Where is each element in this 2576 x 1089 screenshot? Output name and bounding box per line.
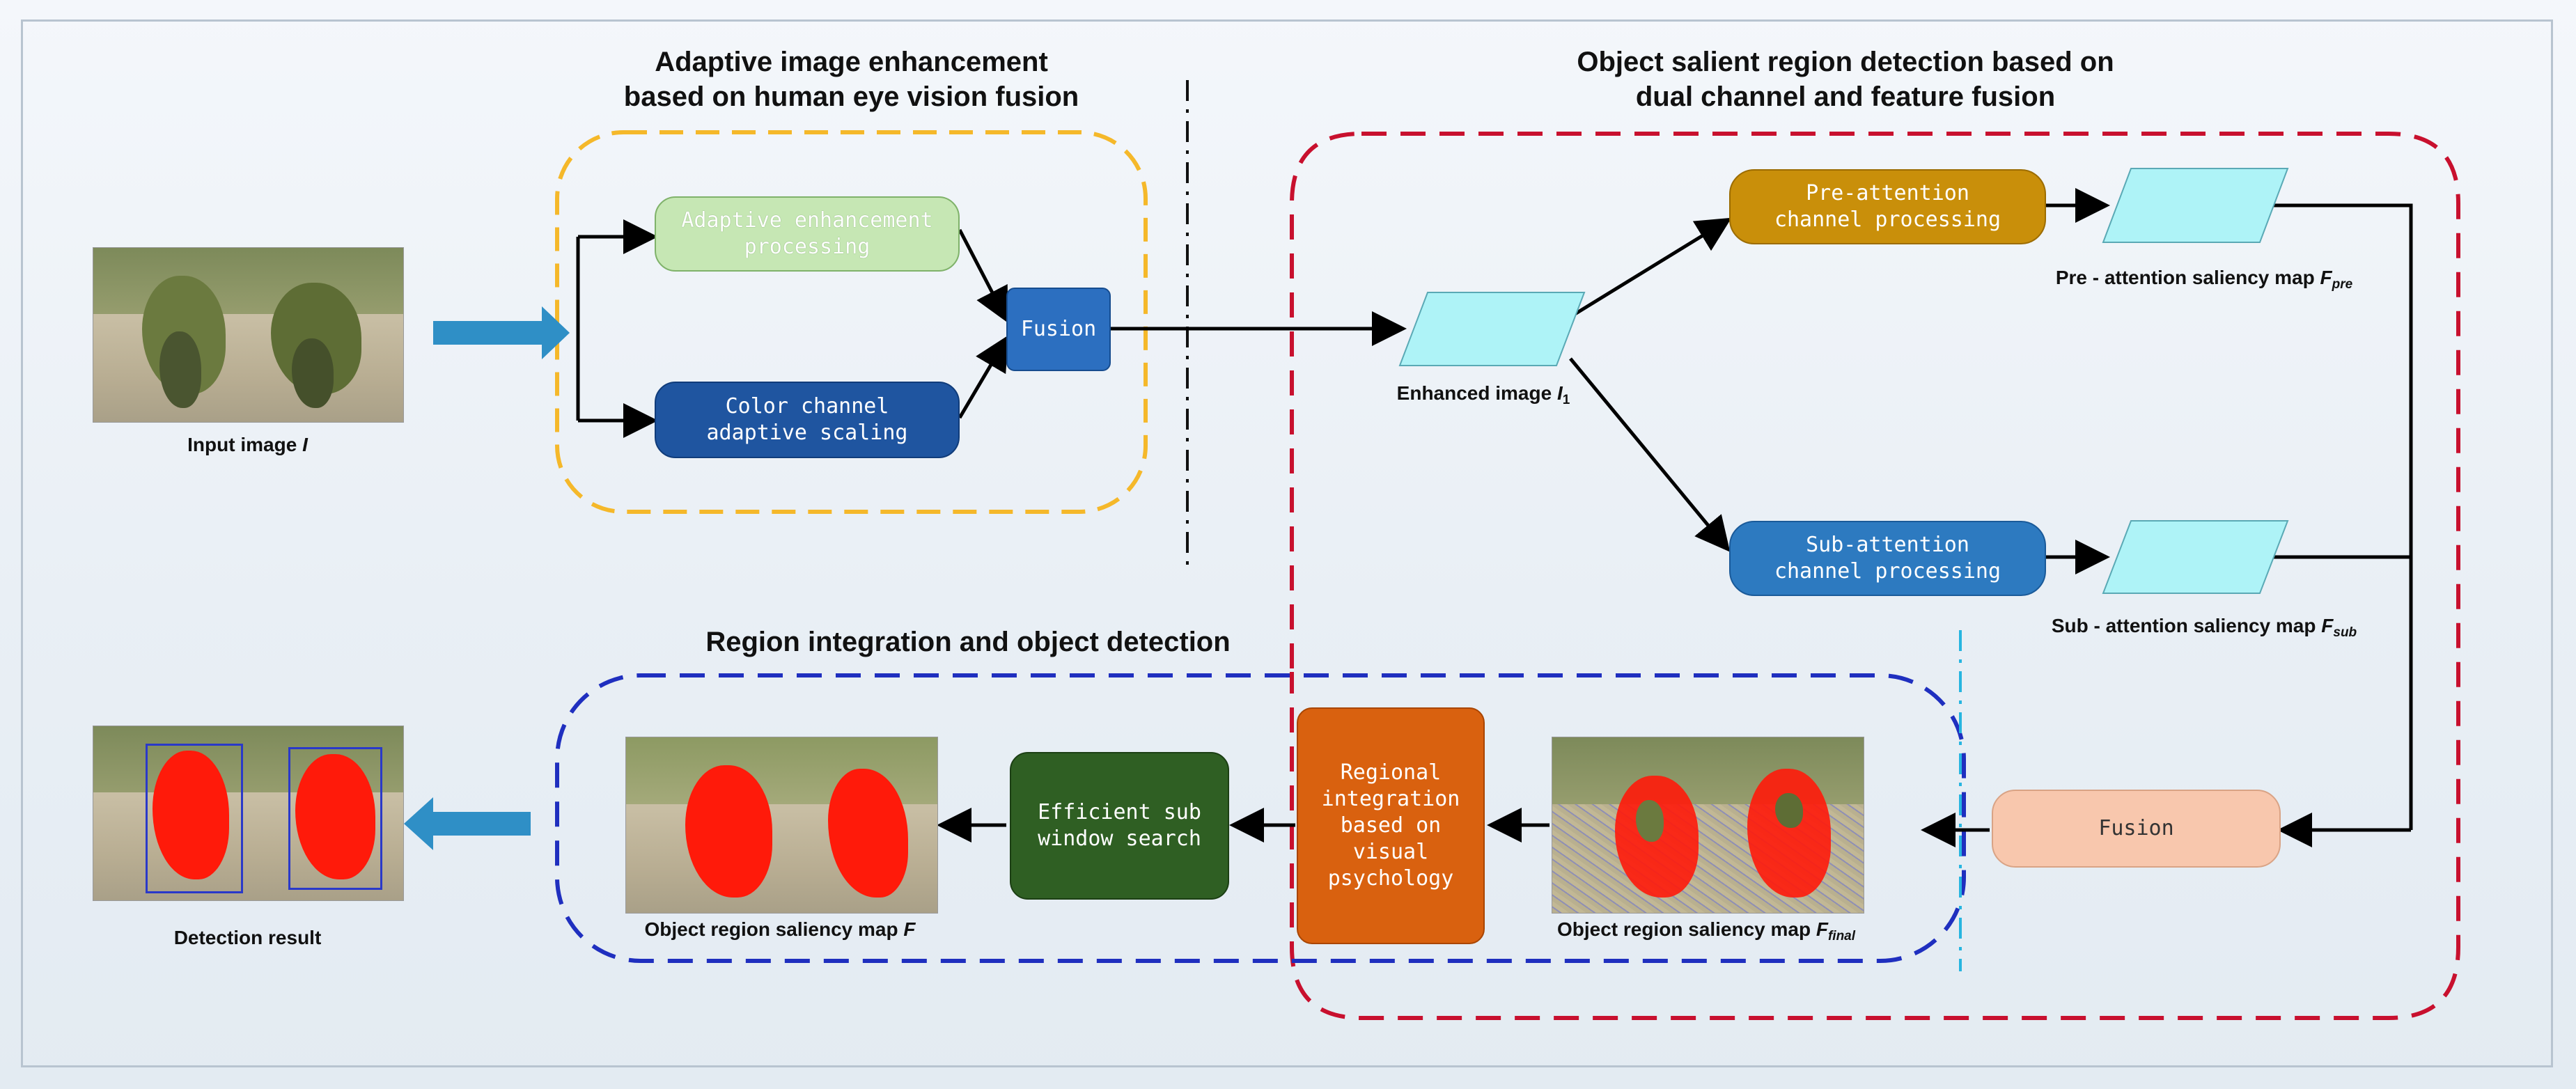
input-image-label: Input image: [187, 434, 297, 455]
diagram-frame: [21, 19, 2553, 1067]
final-map-label: Object region saliency map: [1556, 918, 1811, 940]
merge-connector: [2272, 203, 2413, 830]
pre-map-label: Pre - attention saliency map: [2055, 267, 2315, 288]
sub-map-label: Sub - attention saliency map: [2051, 615, 2316, 636]
window-search-node: Efficient sub window search: [1010, 752, 1229, 900]
salient-title: Object salient region detection based on…: [1462, 45, 2228, 114]
pre-map-symbol: F: [2320, 267, 2332, 288]
sub-map-symbol: F: [2321, 615, 2334, 636]
adaptive-enhancement-node: Adaptive enhancement processing: [655, 196, 960, 272]
input-image-photo: [93, 247, 404, 423]
input-image-symbol: I: [302, 434, 308, 455]
integration-region: [555, 673, 1966, 963]
detection-box-left: [146, 744, 243, 893]
region-map-label: Object region saliency map: [644, 918, 898, 940]
enhancement-title-line1: Adaptive image enhancement: [655, 47, 1048, 77]
detection-result-photo: [93, 726, 404, 901]
sub-map-caption: Sub - attention saliency map Fsub: [1981, 614, 2427, 645]
salient-title-line2: dual channel and feature fusion: [1635, 81, 2056, 112]
sub-attention-node: Sub-attention channel processing: [1729, 521, 2046, 596]
detection-result-caption: Detection result: [173, 927, 322, 948]
final-map-subscript: final: [1827, 929, 1856, 943]
enhanced-image-label: Enhanced image: [1396, 382, 1552, 404]
final-map-caption: Object region saliency map Ffinal: [1504, 918, 1908, 948]
integration-title: Region integration and object detection: [705, 627, 1231, 657]
enhanced-image-node: [1398, 292, 1586, 366]
pre-attention-node: Pre-attention channel processing: [1729, 169, 2046, 244]
input-image-caption: Input image I: [93, 433, 403, 457]
arrow-color-to-fusion: [958, 335, 1009, 419]
enhanced-image-caption: Enhanced image I1: [1344, 382, 1623, 412]
fusion-1-node: Fusion: [1006, 288, 1111, 371]
final-map-symbol: F: [1816, 918, 1828, 940]
color-channel-node: Color channel adaptive scaling: [655, 382, 960, 458]
fusion-2-node: Fusion: [1992, 790, 2281, 868]
output-flow-arrow: [404, 797, 531, 850]
object-region-map-photo: [625, 737, 938, 914]
region-map-caption: Object region saliency map F: [592, 918, 968, 941]
arrow-enhancement-to-fusion: [958, 228, 1008, 323]
pre-map-caption: Pre - attention saliency map Fpre: [1981, 266, 2427, 297]
salient-region: [1290, 132, 2460, 1020]
salient-title-line1: Object salient region detection based on: [1577, 47, 2114, 77]
regional-integration-node: Regional integration based on visual psy…: [1297, 707, 1485, 944]
arrow-enhanced-to-pre: [1569, 217, 1732, 319]
enhancement-title-line2: based on human eye vision fusion: [623, 81, 1079, 112]
pre-map-subscript: pre: [2332, 277, 2353, 292]
arrow-enhanced-to-sub: [1569, 357, 1731, 552]
final-saliency-map-photo: [1552, 737, 1864, 914]
enhanced-image-subscript: 1: [1562, 393, 1570, 407]
detection-box-right: [288, 747, 382, 890]
sub-attention-map-node: [2102, 520, 2289, 594]
enhancement-title: Adaptive image enhancement based on huma…: [557, 45, 1146, 114]
region-map-symbol: F: [903, 918, 916, 940]
enhanced-image-symbol: I: [1556, 382, 1563, 404]
sub-map-subscript: sub: [2333, 625, 2357, 640]
pre-attention-map-node: [2102, 168, 2289, 243]
input-flow-arrow: [433, 306, 570, 359]
